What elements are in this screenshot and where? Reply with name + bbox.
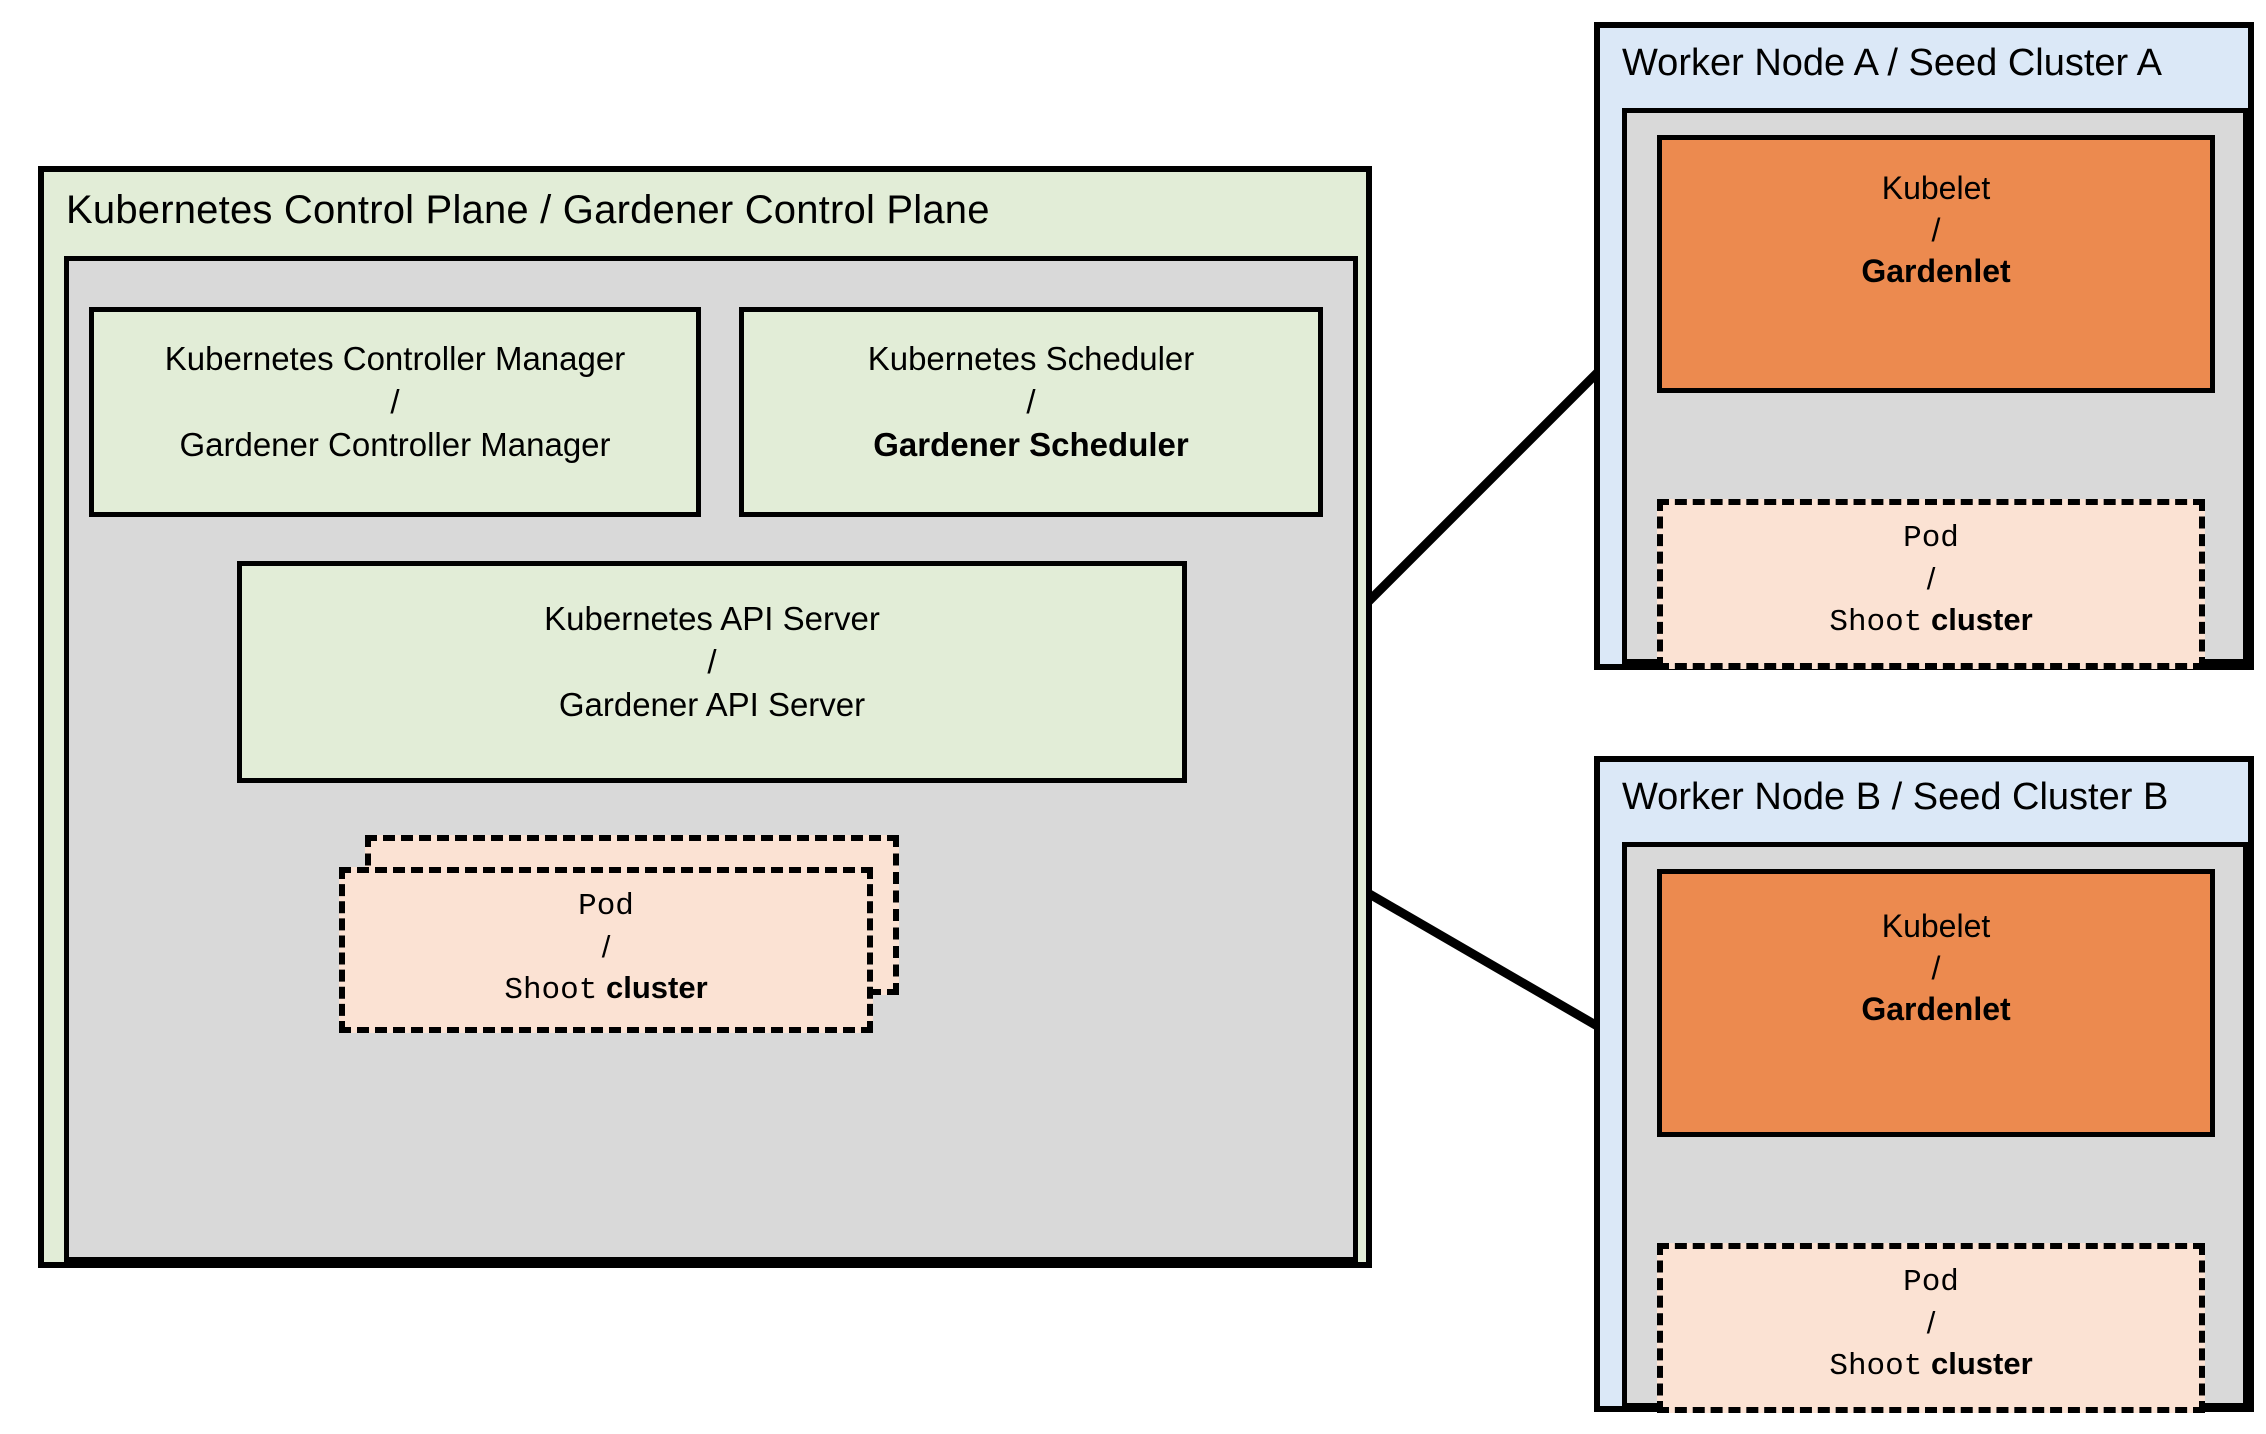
kubelet-b-separator: /	[1931, 949, 1941, 986]
worker-node-a-container: Worker Node A / Seed Cluster A Kubelet /…	[1594, 22, 2254, 670]
worker-node-a-inner-region: Kubelet / Gardenlet Pod / Shoot cluster	[1622, 108, 2248, 669]
api-server-separator: /	[707, 642, 717, 680]
controller-manager-separator: /	[390, 382, 400, 420]
control-plane-title: Kubernetes Control Plane / Gardener Cont…	[66, 188, 990, 232]
kubelet-b-line1: Kubelet	[1881, 908, 1991, 944]
kubernetes-api-server-box[interactable]: Kubernetes API Server / Gardener API Ser…	[237, 561, 1187, 783]
pod-line2: Shoot cluster	[345, 968, 867, 1011]
control-plane-pod-box[interactable]: Pod / Shoot cluster	[339, 867, 873, 1033]
worker-node-b-title: Worker Node B / Seed Cluster B	[1622, 776, 2169, 818]
worker-node-a-title: Worker Node A / Seed Cluster A	[1622, 42, 2163, 84]
pod-a-separator: /	[1926, 561, 1936, 597]
pod-a-line1: Pod	[1903, 521, 1959, 556]
gardenlet-b-box[interactable]: Kubelet / Gardenlet	[1657, 869, 2215, 1137]
pod-separator: /	[601, 929, 611, 965]
control-plane-pod-stack: Pod / Shoot cluster	[339, 835, 899, 1035]
kubelet-a-line1: Kubelet	[1881, 170, 1991, 206]
kubelet-b-line2: Gardenlet	[1861, 991, 2011, 1028]
pod-b-separator: /	[1926, 1305, 1936, 1341]
pod-b-line1: Pod	[1903, 1265, 1959, 1300]
gardenlet-a-box[interactable]: Kubelet / Gardenlet	[1657, 135, 2215, 393]
api-server-line1: Kubernetes API Server	[544, 600, 880, 637]
pod-line1: Pod	[578, 889, 634, 924]
pod-b-line2-mono: Shoot	[1829, 1348, 1923, 1384]
controller-manager-line1: Kubernetes Controller Manager	[164, 340, 626, 377]
pod-b-line2: Shoot cluster	[1663, 1344, 2199, 1387]
worker-a-pod-box[interactable]: Pod / Shoot cluster	[1657, 499, 2205, 669]
scheduler-separator: /	[1026, 382, 1036, 420]
kubernetes-controller-manager-box[interactable]: Kubernetes Controller Manager / Gardener…	[89, 307, 701, 517]
worker-b-pod-box[interactable]: Pod / Shoot cluster	[1657, 1243, 2205, 1413]
pod-b-line2-bold: cluster	[1930, 1345, 2033, 1381]
control-plane-inner-region: Kubernetes Controller Manager / Gardener…	[64, 256, 1358, 1262]
pod-a-line2-bold: cluster	[1930, 601, 2033, 637]
scheduler-line1: Kubernetes Scheduler	[867, 340, 1195, 377]
pod-a-line2-mono: Shoot	[1829, 604, 1923, 640]
scheduler-line2: Gardener Scheduler	[873, 425, 1189, 463]
worker-node-b-inner-region: Kubelet / Gardenlet Pod / Shoot cluster	[1622, 842, 2248, 1413]
control-plane-container: Kubernetes Control Plane / Gardener Cont…	[38, 166, 1372, 1268]
api-server-line2: Gardener API Server	[558, 685, 866, 723]
pod-line2-mono: Shoot	[504, 972, 598, 1008]
kubelet-a-separator: /	[1931, 211, 1941, 248]
pod-line2-bold: cluster	[605, 969, 708, 1005]
pod-a-line2: Shoot cluster	[1663, 600, 2199, 643]
controller-manager-line2: Gardener Controller Manager	[179, 425, 611, 463]
kubernetes-scheduler-box[interactable]: Kubernetes Scheduler / Gardener Schedule…	[739, 307, 1323, 517]
kubelet-a-line2: Gardenlet	[1861, 253, 2011, 290]
worker-node-b-container: Worker Node B / Seed Cluster B Kubelet /…	[1594, 756, 2254, 1413]
